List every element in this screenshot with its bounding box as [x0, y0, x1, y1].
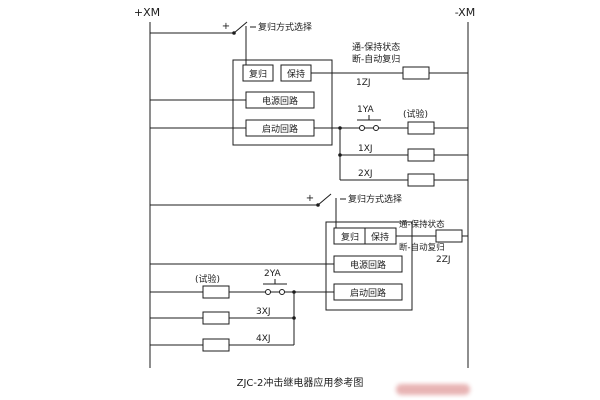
unit2-coil-resistor	[435, 229, 463, 243]
unit1-power-label: 电源回路	[262, 95, 298, 107]
unit2-state-off-label: 断-自动复归	[399, 242, 445, 253]
unit1-test-resistor	[407, 121, 435, 135]
unit1-coil-label: 1ZJ	[356, 78, 371, 88]
unit2-power-label: 电源回路	[350, 259, 386, 271]
unit1-hold-label: 保持	[287, 68, 305, 80]
unit1-coil-resistor	[402, 66, 430, 80]
unit1-branch-a-junction-dot	[338, 153, 342, 157]
unit1-branch-b-label: 2XJ	[358, 169, 373, 179]
unit2-switch-blade	[317, 193, 332, 206]
watermark	[396, 384, 470, 395]
unit2-state-on-label: 通-保持状态	[399, 219, 445, 230]
unit1-xj-branches: 1XJ 2XJ	[338, 128, 468, 187]
unit1-reset-switch: + 复归方式选择	[150, 21, 312, 65]
unit2-hold-label: 保持	[371, 231, 389, 243]
unit1-plus-sign: +	[222, 21, 230, 32]
unit2-test-resistor	[202, 285, 230, 299]
unit2-branch-a-label: 3XJ	[256, 307, 271, 317]
unit1-button-contact-left	[359, 125, 365, 131]
unit2-relay-outline	[325, 221, 413, 311]
unit2-reset-label: 复归	[341, 231, 359, 243]
diagram-caption: ZJC-2冲击继电器应用参考图	[237, 376, 364, 389]
unit2-reset-switch: + 复归方式选择	[150, 193, 402, 228]
unit1-relay-outline	[232, 59, 333, 146]
unit1-reset-mode-label: 复归方式选择	[258, 21, 312, 33]
unit1-coil-branch: 通-保持状态 断-自动复归 1ZJ	[311, 41, 468, 88]
unit2: + 复归方式选择 复归 保持 电源回路 启动回路 (试验)	[150, 193, 468, 352]
unit2-branch-a-resistor	[202, 311, 230, 325]
unit2-start-label: 启动回路	[350, 287, 386, 299]
unit1-branch-a-label: 1XJ	[358, 144, 373, 154]
watermark-blob	[396, 384, 470, 395]
bus-left: +XM	[134, 6, 160, 368]
unit1-button-contact-right	[373, 125, 379, 131]
unit1-state-off-label: 断-自动复归	[352, 53, 400, 65]
unit2-plus-sign: +	[306, 193, 314, 204]
unit1-branch-b-resistor	[407, 173, 435, 187]
unit2-relay-box: 复归 保持 电源回路 启动回路	[325, 221, 413, 311]
unit2-coil-label: 2ZJ	[436, 255, 451, 265]
unit1-test-label: (试验)	[403, 108, 428, 120]
unit1-start-label: 启动回路	[262, 123, 298, 135]
unit1-reset-box	[242, 64, 274, 82]
unit1: + 复归方式选择 复归 保持 电源回路 启动回路 通-保持状态 断-自动复归	[150, 21, 468, 187]
unit2-branch-a-junction-dot	[292, 316, 296, 320]
unit2-button-contact-left	[265, 289, 271, 295]
unit2-branch-b-resistor	[202, 338, 230, 352]
unit2-button-contact-right	[279, 289, 285, 295]
unit2-button-label: 2YA	[264, 269, 282, 279]
unit1-start-output-branch: 1YA (试验)	[314, 105, 468, 135]
unit1-state-on-label: 通-保持状态	[352, 41, 400, 53]
unit2-test-label: (试验)	[195, 273, 220, 285]
unit1-branch-a-resistor	[407, 148, 435, 162]
unit1-button-label: 1YA	[357, 105, 375, 115]
bus-right: -XM	[455, 6, 475, 368]
bus-right-label: -XM	[455, 6, 475, 19]
bus-left-label: +XM	[134, 6, 160, 19]
unit1-switch-blade	[233, 21, 248, 34]
unit1-reset-label: 复归	[249, 68, 267, 80]
unit2-reset-mode-label: 复归方式选择	[348, 193, 402, 205]
unit2-xj-branches: 3XJ 4XJ	[150, 292, 296, 352]
unit2-branch-b-label: 4XJ	[256, 334, 271, 344]
unit2-coil-branch: 通-保持状态 断-自动复归 2ZJ	[396, 219, 468, 265]
unit2-start-input-branch: (试验) 2YA	[150, 269, 334, 299]
